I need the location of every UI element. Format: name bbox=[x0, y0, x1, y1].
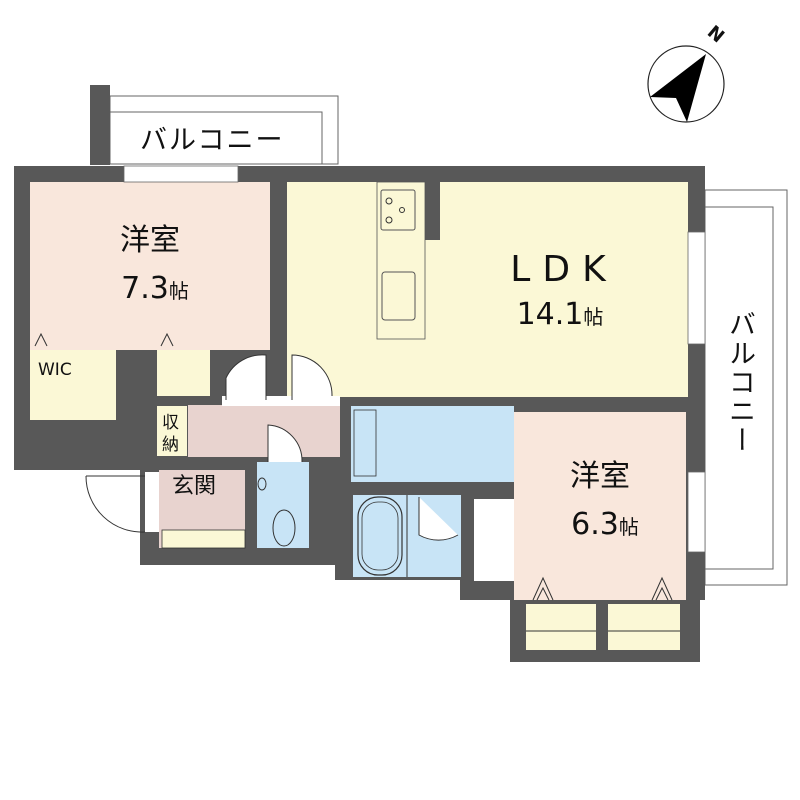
hallway bbox=[188, 405, 340, 457]
north-arrow-icon bbox=[647, 45, 725, 123]
closet-1 bbox=[157, 350, 210, 396]
balcony-right bbox=[704, 189, 788, 586]
kitchen-counter bbox=[376, 181, 426, 340]
storage-label-top: 収 bbox=[162, 413, 179, 433]
storage bbox=[157, 406, 187, 456]
western-room-2-label: 洋室 bbox=[570, 459, 630, 494]
closet-2b bbox=[608, 604, 680, 650]
wic-floor bbox=[30, 350, 116, 420]
closet-2a bbox=[526, 604, 596, 650]
balcony-top bbox=[109, 95, 339, 165]
western-room-1-label: 洋室 bbox=[120, 223, 180, 258]
western-room-2-floor bbox=[514, 412, 686, 600]
western-room-2-size: 6.3帖 bbox=[571, 507, 639, 542]
toilet-room bbox=[257, 462, 309, 548]
western-room-1-size: 7.3帖 bbox=[121, 271, 189, 306]
washroom bbox=[351, 406, 514, 482]
wic-label: WIC bbox=[38, 360, 72, 380]
ldk-floor bbox=[287, 182, 688, 397]
balcony-right-label: バルコニー bbox=[724, 310, 755, 455]
balcony-top-label: バルコニー bbox=[140, 125, 285, 156]
ldk-label: LDK bbox=[510, 249, 618, 290]
entrance-label: 玄関 bbox=[172, 474, 217, 499]
western-room-1-floor bbox=[30, 182, 270, 350]
storage-label-bottom: 納 bbox=[162, 435, 179, 455]
ldk-size: 14.1帖 bbox=[516, 297, 604, 332]
